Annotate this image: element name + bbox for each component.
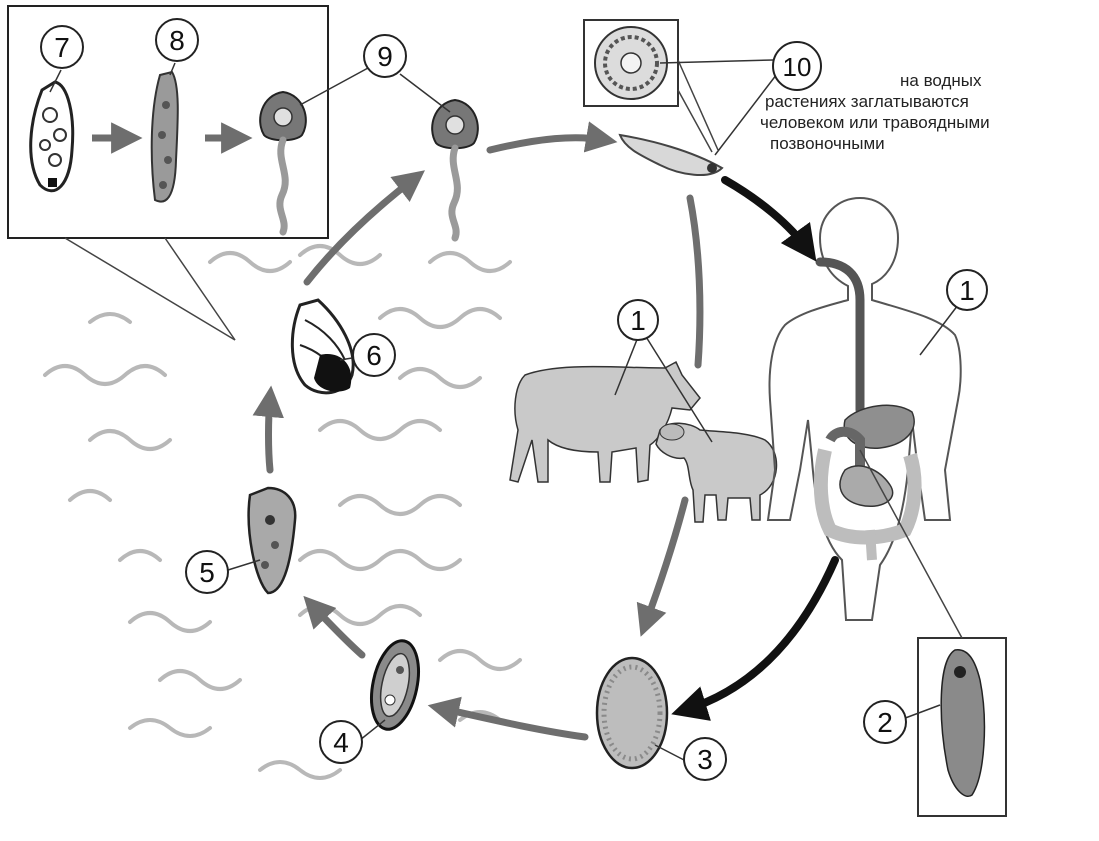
sheep-silhouette	[656, 423, 776, 522]
label-9: 9	[364, 35, 406, 77]
label-5: 5	[186, 551, 228, 593]
sporocyst-8	[152, 72, 178, 202]
svg-text:1: 1	[630, 305, 646, 336]
arrow-10-to-animals	[690, 198, 700, 365]
arrow-animals-to-3	[645, 500, 685, 625]
label-8: 8	[156, 19, 198, 61]
label-3: 3	[684, 738, 726, 780]
caption-line-4: позвоночными	[760, 133, 1050, 154]
svg-text:9: 9	[377, 41, 393, 72]
svg-text:1: 1	[959, 275, 975, 306]
svg-text:4: 4	[333, 727, 349, 758]
label-6: 6	[353, 334, 395, 376]
label-1-human: 1	[947, 270, 987, 310]
label-2: 2	[864, 701, 906, 743]
arrow-3-to-4	[440, 708, 585, 737]
egg-4	[364, 636, 426, 733]
arrow-human-to-3	[685, 560, 835, 710]
caption-line-2: растениях заглатываются	[760, 91, 1050, 112]
redia-5	[249, 488, 296, 593]
arrow-9-to-10	[490, 138, 605, 150]
svg-text:3: 3	[697, 744, 713, 775]
svg-text:8: 8	[169, 25, 185, 56]
label-1-animals: 1	[618, 300, 658, 340]
svg-text:2: 2	[877, 707, 893, 738]
transmission-caption: на водных растениях заглатываются челове…	[760, 70, 1050, 154]
cercaria-9	[432, 100, 478, 238]
caption-line-3: человеком или травоядными	[760, 112, 1050, 133]
adolescaria-box-10	[584, 20, 718, 152]
svg-text:7: 7	[54, 32, 70, 63]
caption-line-1: на водных	[760, 70, 1050, 91]
arrow-5-to-6	[269, 398, 271, 470]
snail-6	[292, 300, 353, 393]
svg-text:6: 6	[366, 340, 382, 371]
svg-text:5: 5	[199, 557, 215, 588]
cow-silhouette	[510, 362, 700, 482]
arrow-10-to-human	[725, 180, 808, 250]
label-7: 7	[41, 26, 83, 68]
egg-3	[597, 658, 667, 768]
label-4: 4	[320, 721, 362, 763]
adult-fluke-box-2	[918, 638, 1006, 816]
